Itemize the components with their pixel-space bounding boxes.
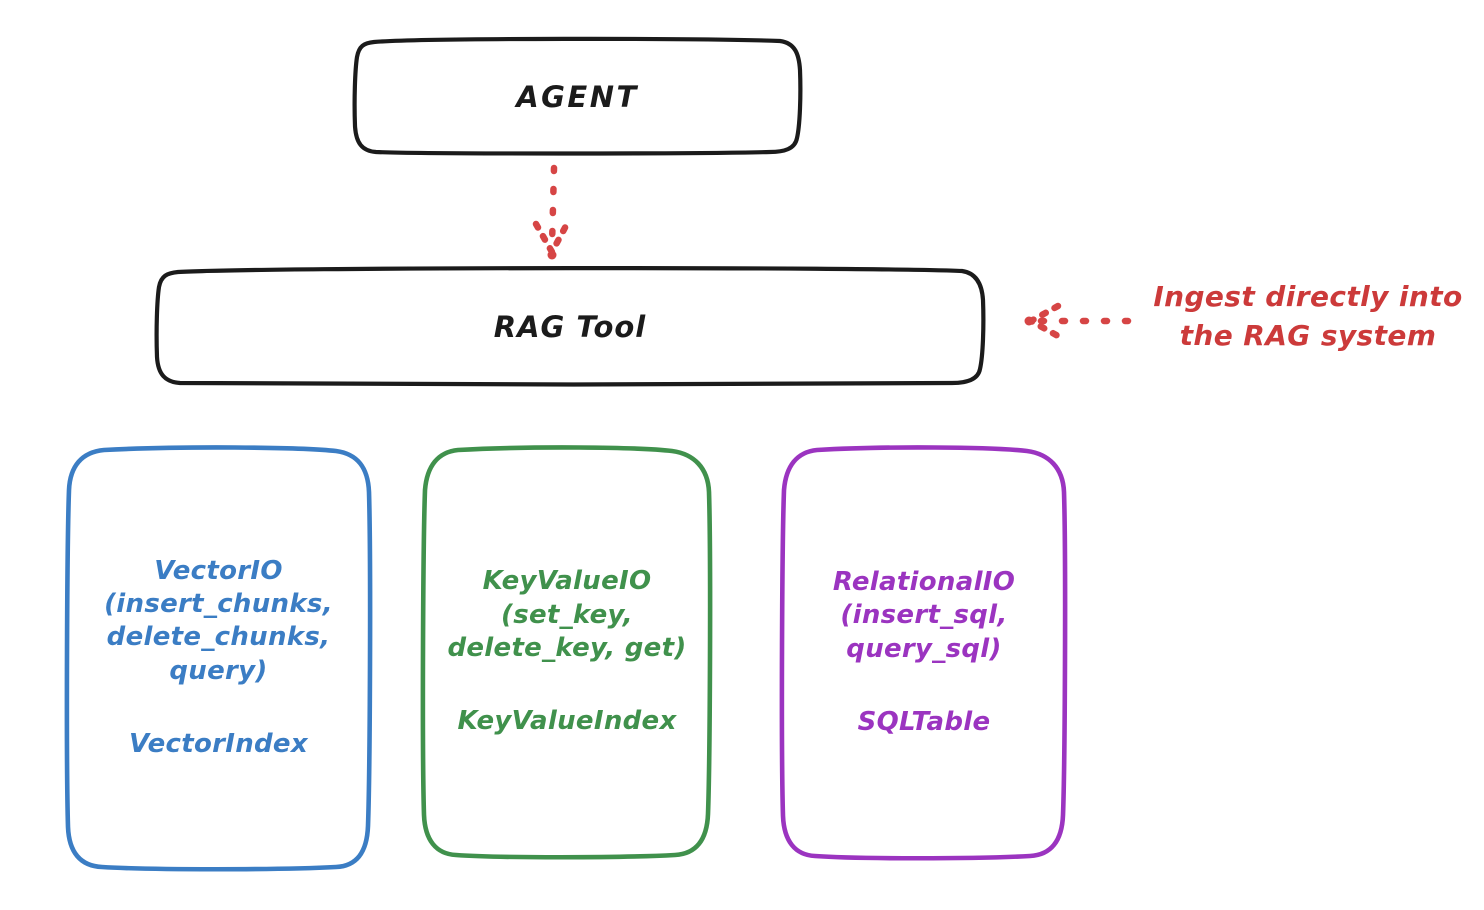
- node-rag-tool-shape[interactable]: [154, 266, 986, 387]
- node-key-value-io-shape[interactable]: [420, 445, 713, 860]
- connector-agent-to-rag-tool: [532, 164, 572, 260]
- node-agent-shape[interactable]: [352, 36, 803, 156]
- node-vector-io-shape[interactable]: [64, 445, 373, 872]
- connector-note-to-rag-tool: [1024, 302, 1132, 340]
- node-relational-io-shape[interactable]: [779, 445, 1068, 861]
